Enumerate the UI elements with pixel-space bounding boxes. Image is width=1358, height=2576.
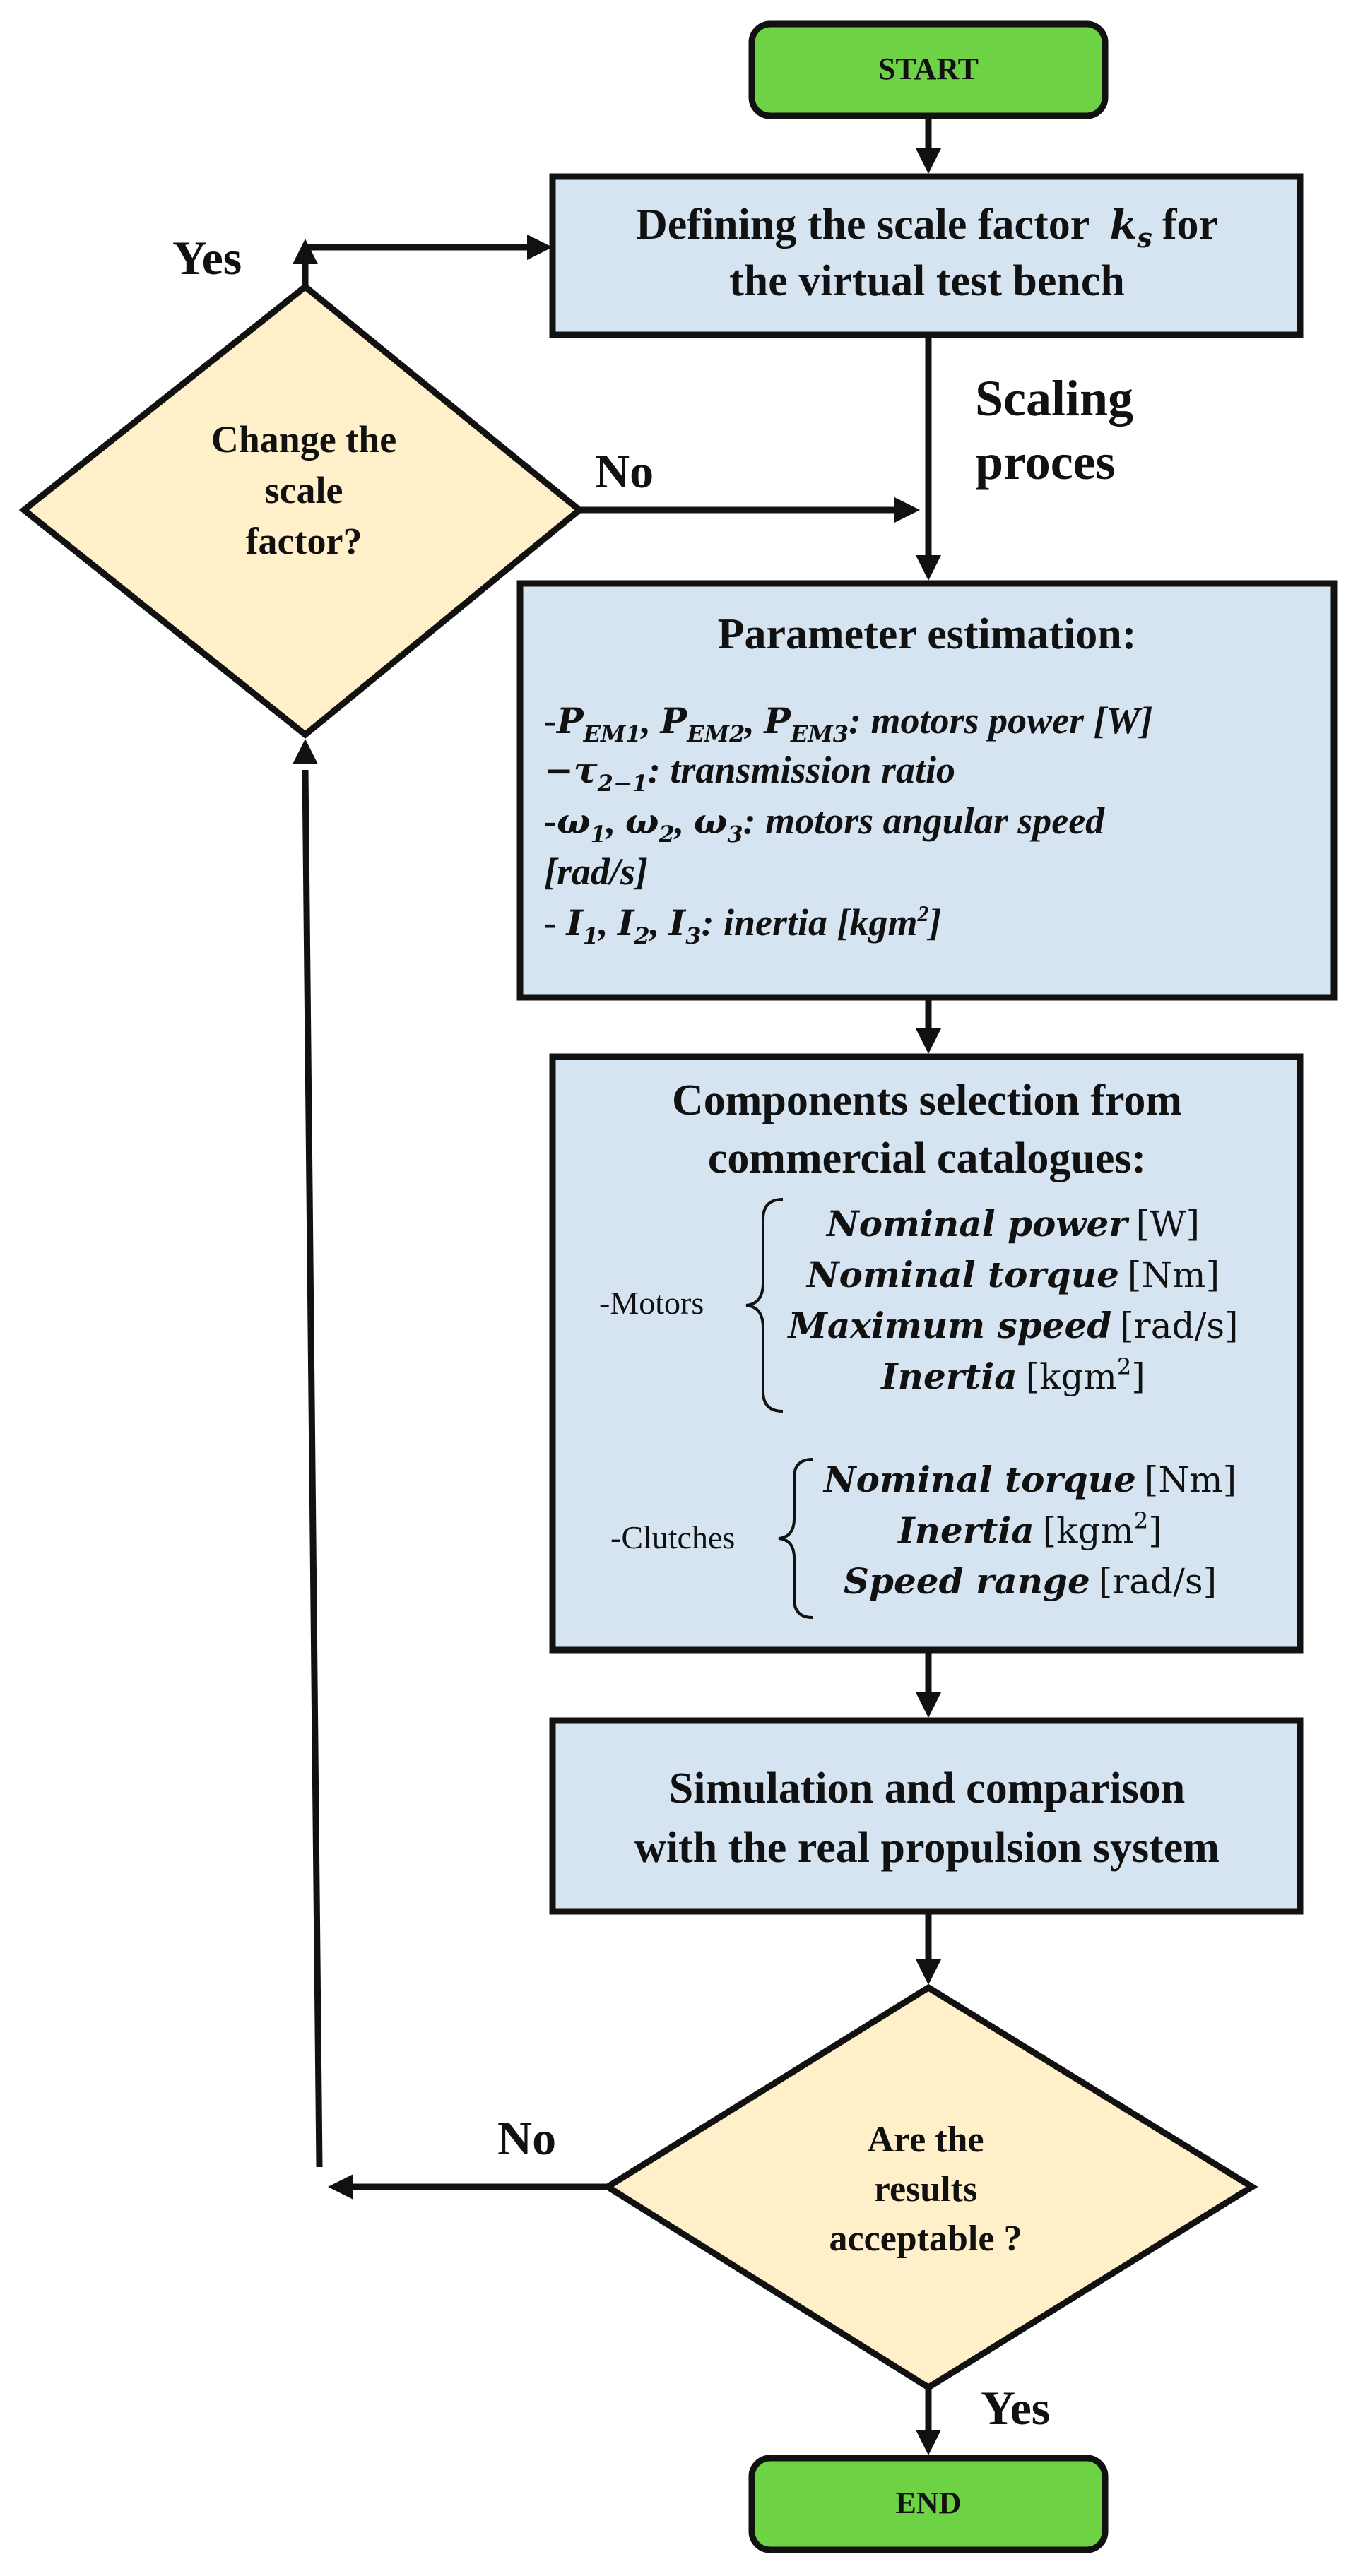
simulation-box: [549, 1717, 1304, 1915]
param-speed-line: -ω1, ω2, ω3: motors angular speed: [544, 800, 1105, 848]
param-speed-unit-line: [rad/s]: [544, 850, 648, 893]
parameter-estimation-title: Parameter estimation:: [718, 610, 1137, 658]
change-decision-line1: Change the: [211, 418, 397, 461]
param-inertia-line: - I1, I2, I3: inertia [kgm2]: [544, 901, 941, 949]
yes-label-top: Yes: [172, 231, 242, 285]
arrowhead: [916, 148, 941, 174]
clutches-item-1: Nominal torque[Nm]: [822, 1459, 1236, 1500]
change-decision-line2: scale: [265, 469, 343, 511]
simulation-line2: with the real propulsion system: [634, 1824, 1220, 1872]
clutches-label: -Clutches: [610, 1519, 735, 1555]
parameter-estimation-box: [516, 580, 1338, 1001]
change-scale-factor-diamond: [18, 283, 585, 739]
motors-item-2: Nominal torque[Nm]: [805, 1254, 1220, 1295]
results-decision-line1: Are the: [867, 2120, 984, 2160]
motors-item-3: Maximum speed[rad/s]: [786, 1305, 1238, 1346]
results-decision-line2: results: [874, 2169, 977, 2209]
motors-brace: [745, 1198, 784, 1413]
yes-label-bottom: Yes: [981, 2381, 1050, 2435]
arrowhead: [293, 239, 318, 264]
arrowhead: [916, 1692, 941, 1718]
start-label: START: [878, 52, 979, 86]
define-scale-factor-line2: the virtual test bench: [729, 257, 1125, 305]
end-terminal: [748, 2455, 1109, 2553]
results-decision-line3: acceptable ?: [829, 2219, 1022, 2259]
simulation-node[interactable]: Simulation and comparison with the real …: [549, 1717, 1304, 1915]
results-acceptable-decision[interactable]: Are the results acceptable ?: [601, 1983, 1258, 2392]
connectors: [293, 117, 941, 2455]
clutches-item-2: Inertia[kgm2]: [897, 1507, 1162, 1551]
arrow-no-loop-vertical: [302, 769, 323, 2168]
clutches-item-3: Speed range[rad/s]: [844, 1560, 1217, 1602]
arrowhead: [328, 2174, 353, 2200]
start-node[interactable]: START: [748, 20, 1109, 119]
end-node[interactable]: END: [748, 2455, 1109, 2553]
param-ratio-line: −τ2−1: transmission ratio: [544, 749, 955, 797]
change-scale-factor-decision[interactable]: Change the scale factor?: [18, 283, 585, 739]
start-terminal: [748, 20, 1109, 119]
no-label-middle: No: [595, 444, 654, 498]
param-power-line: -PEM1, PEM2, PEM3: motors power [W]: [544, 699, 1153, 747]
arrowhead: [894, 497, 920, 523]
components-selection-node[interactable]: Components selection from commercial cat…: [549, 1053, 1304, 1654]
components-selection-box: [549, 1053, 1304, 1654]
arrowhead: [916, 2430, 941, 2455]
arrowhead: [916, 1028, 941, 1054]
results-acceptable-diamond: [601, 1983, 1258, 2392]
change-decision-line3: factor?: [246, 520, 362, 562]
clutches-brace: [778, 1458, 813, 1619]
scaling-process-label-line1: Scaling: [975, 370, 1133, 427]
arrowhead: [916, 1959, 941, 1985]
motors-item-1: Nominal power[W]: [825, 1203, 1200, 1245]
arrowhead: [916, 555, 941, 581]
define-scale-factor-box: [549, 173, 1304, 338]
end-label: END: [896, 2486, 962, 2520]
motors-label: -Motors: [599, 1285, 704, 1321]
arrowhead: [293, 739, 318, 764]
parameter-estimation-node[interactable]: Parameter estimation: -PEM1, PEM2, PEM3:…: [516, 580, 1338, 1001]
components-title-line2: commercial catalogues:: [708, 1134, 1146, 1182]
components-title-line1: Components selection from: [672, 1076, 1182, 1124]
no-label-bottom: No: [497, 2111, 556, 2165]
motors-item-4: Inertia[kgm2]: [880, 1353, 1145, 1397]
scaling-process-label-line2: proces: [975, 434, 1116, 490]
simulation-line1: Simulation and comparison: [669, 1764, 1185, 1812]
arrowhead: [527, 235, 553, 260]
